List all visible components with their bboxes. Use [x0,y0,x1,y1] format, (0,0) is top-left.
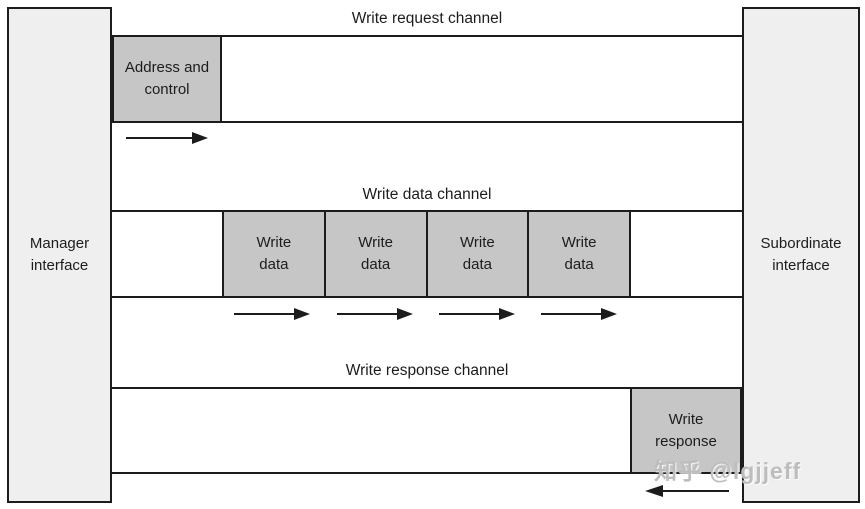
right-arrow-icon [234,308,310,320]
write-data-label: Write data [460,234,495,273]
right-arrow-icon [439,308,515,320]
write-data-box: Write data [425,212,528,296]
write-response-channel-band [112,387,742,474]
zhihu-watermark: 知乎 @lgjjeff [654,458,802,484]
manager-interface-label: Manager interface [29,235,90,274]
subordinate-interface-label: Subordinate interface [760,235,842,274]
right-arrow-icon [126,132,208,144]
right-arrow-icon [541,308,617,320]
left-arrow-icon [645,485,729,497]
write-data-box: Write data [224,212,324,296]
manager-interface-box: Manager interface [7,7,112,503]
write-response-channel-label: Write response channel [345,362,509,379]
subordinate-interface-box: Subordinate interface [742,7,860,503]
right-arrow-icon [337,308,413,320]
write-request-channel-label: Write request channel [351,10,503,27]
write-data-label: Write data [561,234,597,273]
write-data-box: Write data [527,212,629,296]
write-data-label: Write data [256,234,292,273]
write-response-box: Write response [630,387,742,474]
write-data-label: Write data [358,234,393,273]
address-and-control-label: Address and control [124,59,210,98]
write-request-channel-band [112,35,742,123]
write-data-box: Write data [323,212,426,296]
write-data-channel-label: Write data channel [362,186,492,203]
address-and-control-box: Address and control [112,35,222,123]
write-data-boxes: Write data Write data Write data Write d… [222,210,631,298]
write-response-label: Write response [655,410,717,450]
